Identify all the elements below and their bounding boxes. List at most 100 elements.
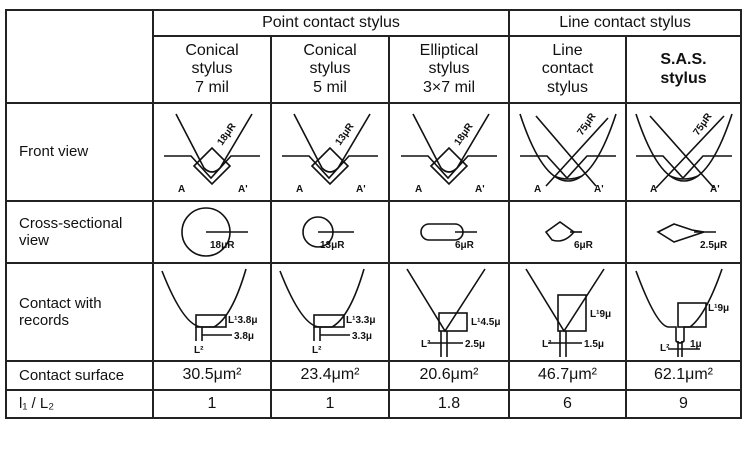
row-label-contact-surface: Contact surface (5, 360, 154, 391)
ratio-value: 6 (508, 389, 627, 419)
point-a-prime-label: A' (475, 184, 485, 195)
front-view-drawing: 18μR A A' (164, 113, 260, 195)
surface-value: 20.6μm² (388, 360, 510, 391)
cross-section-diagram: 6μR (508, 200, 627, 264)
l2-label: L² (542, 339, 552, 350)
l2-label: L² (312, 345, 322, 356)
row-label-ratio: l₁ / L₂ (5, 389, 154, 419)
l1-label: L¹4.5μ (471, 317, 500, 328)
front-view-diagram: 13μR A A' (270, 102, 390, 202)
l2-label: L² (194, 345, 204, 356)
radius-label: 18μR (452, 121, 475, 148)
surface-value: 46.7μm² (508, 360, 627, 391)
point-a-label: A (178, 184, 185, 195)
column-header: S.A.S.stylus (625, 35, 742, 104)
column-header-line: contact (541, 60, 594, 78)
group-line-contact: Line contact stylus (508, 9, 742, 37)
column-header-line: stylus (309, 60, 351, 78)
radius-label: 18μR (215, 121, 238, 148)
l2-value: 3.3μ (352, 331, 372, 342)
l1-label: L¹3.8μ (228, 315, 257, 326)
column-header-line: Elliptical (419, 41, 479, 59)
surface-value: 30.5μm² (152, 360, 272, 391)
contact-drawing: L¹9μ 1μ L² (634, 268, 729, 357)
label-line: records (19, 312, 70, 329)
point-a-prime-label: A' (594, 184, 604, 195)
cross-section-diagram: 6μR (388, 200, 510, 264)
point-a-prime-label: A' (238, 184, 248, 195)
l1-label: L¹9μ (708, 303, 729, 314)
surface-value: 23.4μm² (270, 360, 390, 391)
l1-label: L¹9μ (590, 309, 611, 320)
label-line: view (19, 232, 50, 249)
point-a-label: A (415, 184, 422, 195)
l2-value: 3.8μ (234, 331, 254, 342)
ratio-value: 1 (152, 389, 272, 419)
cross-section-diagram: 13μR (270, 200, 390, 264)
l2-label: L² (660, 343, 670, 354)
radius-label: 6μR (574, 240, 594, 251)
column-header-line: 5 mil (313, 78, 347, 96)
radius-label: 6μR (455, 240, 475, 251)
corner-cell (5, 9, 154, 104)
radius-label: 13μR (333, 121, 356, 148)
front-view-drawing: 18μR A A' (401, 113, 497, 195)
l2-value: 2.5μ (465, 339, 485, 350)
front-view-drawing: 75μR A A' (634, 111, 733, 195)
point-a-label: A (650, 184, 657, 195)
column-header-line: stylus (660, 69, 707, 87)
radius-label: 13μR (320, 240, 345, 251)
ratio-value: 9 (625, 389, 742, 419)
radius-label: 75μR (691, 111, 714, 138)
point-a-prime-label: A' (710, 184, 720, 195)
stylus-comparison-table: Point contact stylus Line contact stylus… (5, 9, 742, 419)
contact-diagram: L¹9μ 1μ L² (625, 262, 742, 362)
point-a-prime-label: A' (356, 184, 366, 195)
cross-section-drawing: 13μR (302, 216, 354, 251)
front-view-diagram: 18μR A A' (152, 102, 272, 202)
cross-section-diagram: 18μR (152, 200, 272, 264)
radius-label: 18μR (210, 240, 235, 251)
column-header-line: S.A.S. (660, 51, 707, 69)
cross-section-drawing: 18μR (181, 207, 248, 257)
contact-drawing: L¹4.5μ 2.5μ L² (406, 268, 500, 357)
l1-label: L¹3.3μ (346, 315, 375, 326)
cross-section-drawing: 6μR (420, 223, 477, 251)
front-view-diagram: 18μR A A' (388, 102, 510, 202)
cross-section-drawing: 2.5μR (655, 223, 728, 251)
ratio-value: 1.8 (388, 389, 510, 419)
label-line: Contact with (19, 294, 102, 312)
row-label-front-view: Front view (5, 102, 154, 202)
column-header-line: Conical (185, 41, 239, 59)
point-a-label: A (534, 184, 541, 195)
cross-section-drawing: 6μR (544, 221, 594, 251)
column-header-line: Conical (303, 41, 357, 59)
cross-section-diagram: 2.5μR (625, 200, 742, 264)
point-a-label: A (296, 184, 303, 195)
column-header-line: stylus (191, 60, 233, 78)
l2-label: L² (421, 339, 431, 350)
group-point-contact: Point contact stylus (152, 9, 510, 37)
column-header-line: 7 mil (195, 78, 229, 96)
front-view-drawing: 13μR A A' (282, 113, 378, 195)
l2-value: 1μ (690, 339, 702, 350)
radius-label: 2.5μR (700, 240, 728, 251)
column-header-line: stylus (547, 78, 588, 96)
column-header-line: 3×7 mil (422, 78, 476, 96)
surface-value: 62.1μm² (625, 360, 742, 391)
column-header-line: Line (552, 41, 583, 59)
